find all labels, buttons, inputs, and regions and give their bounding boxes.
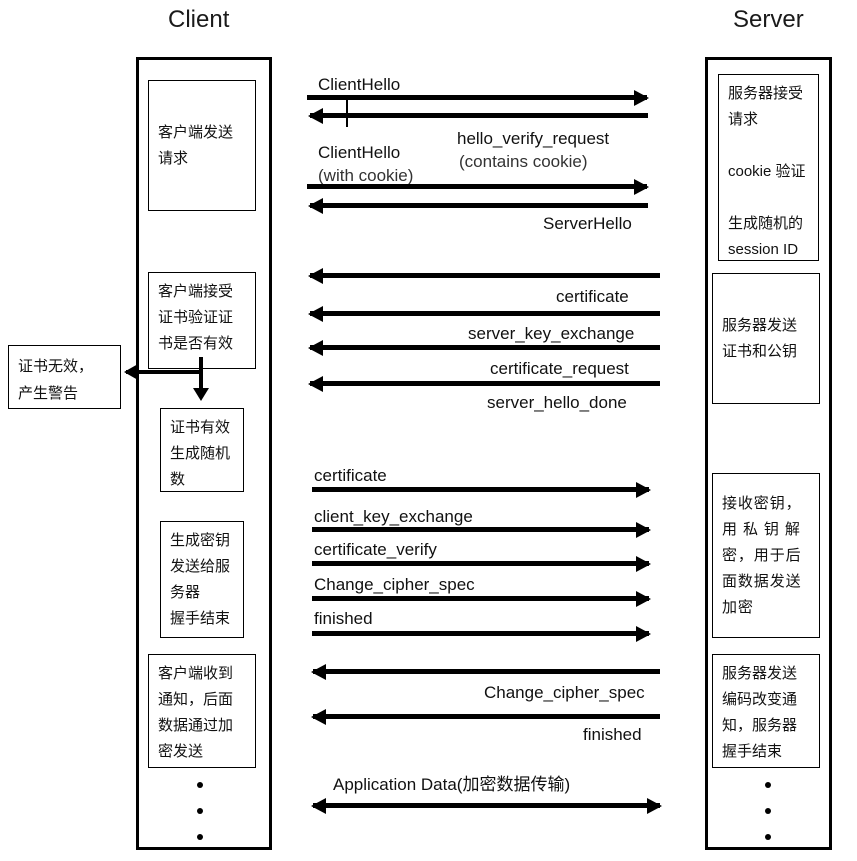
note-client-send-request: 客户端发送 请求 <box>148 80 256 211</box>
arrow-finished-client <box>312 631 649 636</box>
label-hello-verify-request-sub: (contains cookie) <box>459 152 588 171</box>
note-server-accept-request: 服务器接受 请求 cookie 验证 生成随机的 session ID <box>718 74 819 261</box>
note-line: 务器 <box>170 584 201 601</box>
client-column-title: Client <box>168 6 230 33</box>
note-line: 握手结束 <box>722 743 783 760</box>
arrow-client-key-exchange <box>312 527 649 532</box>
note-line: 证书无效， <box>18 358 94 375</box>
note-line: 客户端接受 <box>158 283 234 300</box>
note-line: 证书和公钥 <box>722 342 798 360</box>
note-line: 客户端发送 <box>158 123 234 141</box>
note-line: 发送给服 <box>170 558 231 575</box>
note-line: 用 私 钥 解 <box>722 520 801 538</box>
note-cert-invalid-alert: 证书无效， 产生警告 <box>8 345 121 409</box>
note-gen-key-send: 生成密钥 发送给服 务器 握手结束 <box>160 521 244 638</box>
label-certificate-server: certificate <box>556 287 629 306</box>
arrow-change-cipher-spec-server <box>313 669 660 674</box>
label-application-data: Application Data(加密数据传输) <box>333 775 571 794</box>
arrow-application-data <box>313 803 660 808</box>
note-spacer <box>728 185 809 211</box>
note-line: cookie 验证 <box>728 163 806 180</box>
server-continuation-dots <box>764 782 772 840</box>
server-column-title: Server <box>733 6 804 33</box>
note-line: 知，服务器 <box>722 717 798 734</box>
note-line: 通知，后面 <box>158 691 234 708</box>
arrow-certificate-request <box>310 345 660 350</box>
arrow-change-cipher-spec-client <box>312 596 649 601</box>
note-client-verify-cert: 客户端接受 证书验证证 书是否有效 <box>148 272 256 369</box>
label-certificate-request: certificate_request <box>490 359 629 378</box>
note-line: 证书有效 <box>170 419 231 436</box>
label-hello-verify-request: hello_verify_request <box>457 129 610 148</box>
note-line: 客户端收到 <box>158 665 234 682</box>
note-line: 证书验证证 <box>158 309 234 326</box>
note-line: 加密 <box>722 598 754 616</box>
label-finished-client: finished <box>314 609 373 628</box>
label-client-hello-2-sub: (with cookie) <box>318 166 414 185</box>
arrow-finished-server <box>313 714 660 719</box>
note-line: 数据通过加 <box>158 717 234 734</box>
note-line: 接收密钥， <box>722 494 802 512</box>
client-continuation-dots <box>196 782 204 840</box>
label-certificate-verify: certificate_verify <box>314 540 437 559</box>
label-client-hello-2: ClientHello <box>318 143 401 162</box>
label-server-hello: ServerHello <box>543 214 632 233</box>
note-server-recv-key: 接收密钥， 用 私 钥 解 密，用于后 面数据发送 加密 <box>712 473 820 638</box>
arrow-hello-verify-request <box>310 113 648 118</box>
note-line: 书是否有效 <box>158 335 234 352</box>
decision-arrow-down-icon <box>199 357 203 390</box>
note-client-got-notice: 客户端收到 通知，后面 数据通过加 密发送 <box>148 654 256 768</box>
label-client-key-exchange: client_key_exchange <box>314 507 473 526</box>
label-client-hello-1: ClientHello <box>318 75 401 94</box>
arrow-server-key-exchange <box>310 311 660 316</box>
arrow-certificate-verify <box>312 561 649 566</box>
note-line: 握手结束 <box>170 610 231 627</box>
note-line: 密，用于后 <box>722 546 802 564</box>
note-line: 生成随机 <box>170 445 231 462</box>
note-line: 编码改变通 <box>722 691 798 708</box>
note-line: 请求 <box>728 111 759 128</box>
label-server-key-exchange: server_key_exchange <box>468 324 635 343</box>
label-change-cipher-spec-client: Change_cipher_spec <box>314 575 475 594</box>
note-line: 数 <box>170 471 186 488</box>
arrow-server-hello-done <box>310 381 660 386</box>
note-line: session ID <box>728 241 799 258</box>
note-line: 生成密钥 <box>170 532 231 549</box>
arrow-server-hello <box>310 203 648 208</box>
note-line: 面数据发送 <box>722 572 802 590</box>
note-line: 服务器发送 <box>722 665 798 682</box>
label-server-hello-done: server_hello_done <box>487 393 627 412</box>
decision-arrow-left-icon <box>126 370 201 374</box>
label-change-cipher-spec-server: Change_cipher_spec <box>484 683 645 702</box>
arrow-certificate-client <box>312 487 649 492</box>
client-hello-tick-mark <box>346 95 348 127</box>
note-spacer <box>728 133 809 159</box>
note-line: 服务器发送 <box>722 316 798 334</box>
arrow-certificate-server <box>310 273 660 278</box>
label-certificate-client: certificate <box>314 466 387 485</box>
note-server-send-cert: 服务器发送 证书和公钥 <box>712 273 820 404</box>
arrow-client-hello-2 <box>307 184 647 189</box>
arrow-client-hello-1 <box>307 95 647 100</box>
note-line: 生成随机的 <box>728 215 804 232</box>
note-line: 请求 <box>158 149 189 167</box>
note-line: 产生警告 <box>18 385 79 402</box>
note-cert-valid-random: 证书有效 生成随机 数 <box>160 408 244 492</box>
note-line: 密发送 <box>158 743 204 760</box>
label-finished-server: finished <box>583 725 642 744</box>
note-server-change-cipher: 服务器发送 编码改变通 知，服务器 握手结束 <box>712 654 820 768</box>
note-line: 服务器接受 <box>728 85 804 102</box>
